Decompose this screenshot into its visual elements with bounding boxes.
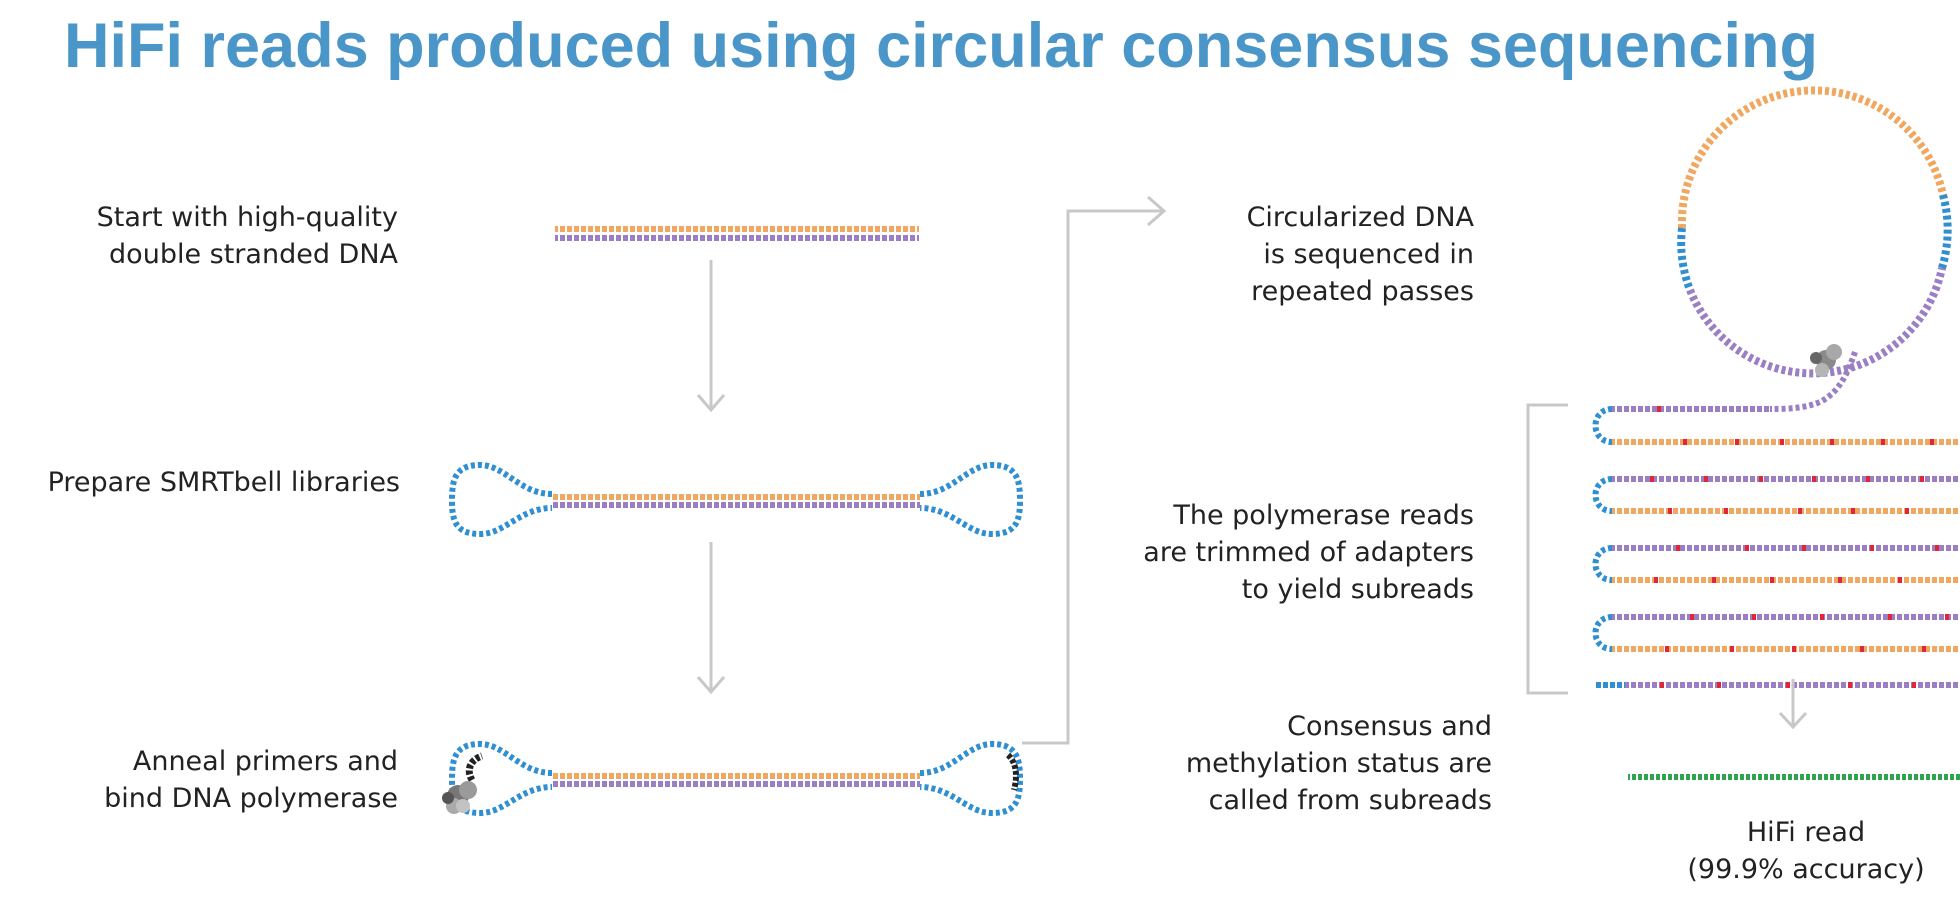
arrow-down-1 xyxy=(696,260,726,413)
subreads xyxy=(1592,406,1960,688)
polymerase-circle-icon xyxy=(1810,344,1842,377)
polymerase-icon xyxy=(442,781,477,814)
step-consensus-label: Consensus and methylation status are cal… xyxy=(1185,711,1492,816)
arrow-down-2 xyxy=(696,542,726,695)
arrow-down-consensus xyxy=(1778,679,1808,730)
step-start-label: Start with high-quality double stranded … xyxy=(96,202,398,270)
step-prepare-label: Prepare SMRTbell libraries xyxy=(47,467,400,498)
smrtbell-with-polymerase xyxy=(448,740,1024,817)
step-trimmed-label: The polymerase reads are trimmed of adap… xyxy=(1143,500,1474,605)
hifi-read xyxy=(1628,774,1960,780)
arrow-connector xyxy=(1022,195,1167,745)
page-title: HiFi reads produced using circular conse… xyxy=(64,11,1818,81)
subreads-bracket xyxy=(1526,403,1568,695)
dsdna-linear xyxy=(555,226,919,241)
step-circularized-label: Circularized DNA is sequenced in repeate… xyxy=(1246,202,1474,307)
hifi-read-label: HiFi read (99.9% accuracy) xyxy=(1687,817,1925,885)
step-anneal-label: Anneal primers and bind DNA polymerase xyxy=(104,746,398,814)
smrtbell-library xyxy=(448,461,1024,538)
